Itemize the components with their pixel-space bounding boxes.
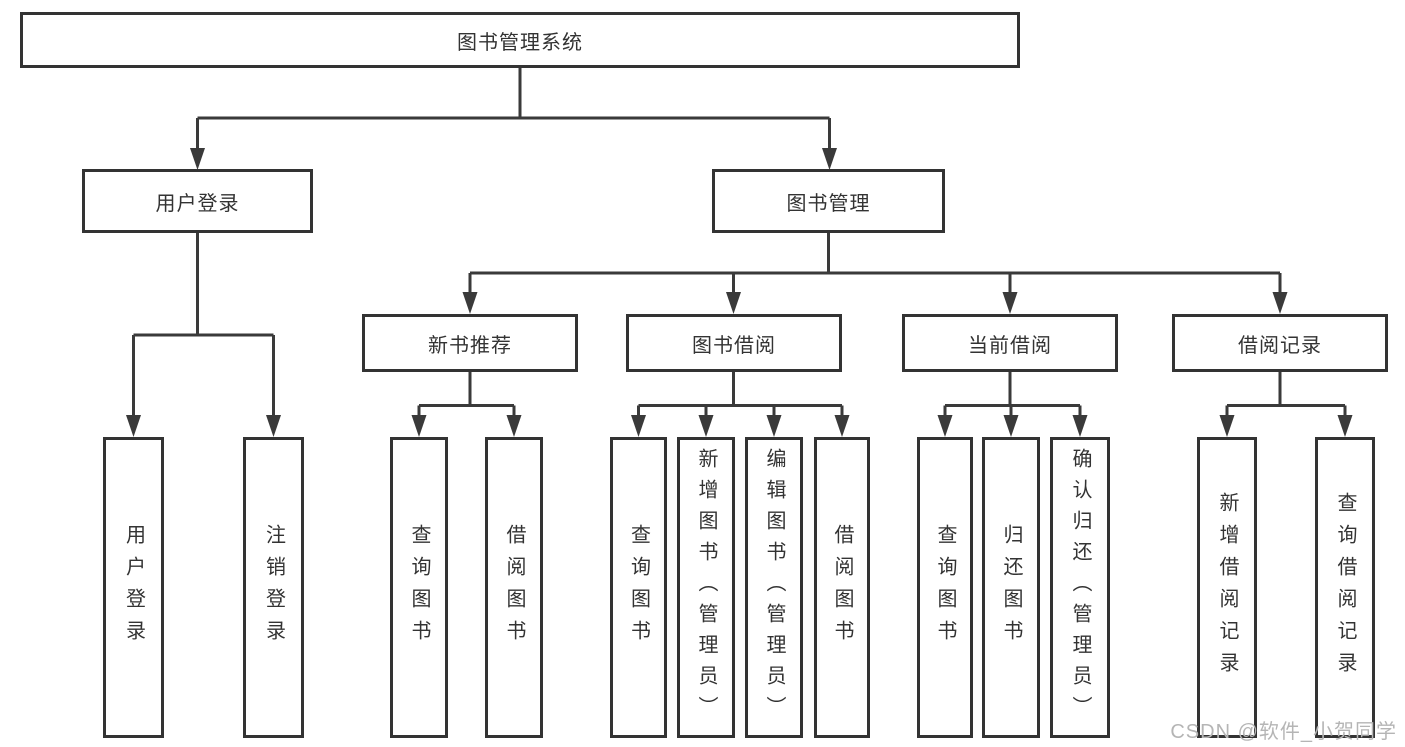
node-book-borrow: 图书借阅 bbox=[626, 314, 842, 372]
node-label: 查询借阅记录 bbox=[1334, 491, 1356, 684]
node-label: 新书推荐 bbox=[428, 334, 512, 357]
node-label: 图书管理 bbox=[786, 192, 871, 215]
node-label: 图书借阅 bbox=[692, 334, 776, 357]
csdn-watermark: CSDN @软件_小贺同学 bbox=[1170, 721, 1397, 743]
leaf-borrow-books-recommend: 借阅图书 bbox=[485, 437, 543, 738]
node-label: 借阅图书 bbox=[503, 523, 525, 652]
arrow-down-icon bbox=[631, 415, 646, 437]
arrow-down-icon bbox=[506, 415, 522, 437]
connector-borrow-record-to-leaves bbox=[1219, 372, 1353, 437]
leaf-query-books-recommend: 查询图书 bbox=[390, 437, 448, 738]
node-book-management: 图书管理 bbox=[712, 169, 945, 233]
node-label: 注销登录 bbox=[262, 523, 285, 652]
arrow-down-icon bbox=[698, 415, 714, 437]
node-label: 图书管理系统 bbox=[457, 31, 583, 54]
connector-book-mgmt-to-level3 bbox=[462, 233, 1288, 314]
leaf-add-books-admin: 新增图书（管理员） bbox=[677, 437, 735, 738]
connector-user-login-to-leaves bbox=[126, 233, 281, 437]
arrow-down-icon bbox=[1003, 415, 1019, 437]
node-root-system: 图书管理系统 bbox=[20, 12, 1020, 68]
connector-root-to-level2 bbox=[190, 68, 837, 170]
connector-new-book-to-leaves bbox=[411, 372, 522, 437]
leaf-query-borrow-record: 查询借阅记录 bbox=[1315, 437, 1375, 738]
node-current-borrow: 当前借阅 bbox=[902, 314, 1118, 372]
node-new-book-recommend: 新书推荐 bbox=[362, 314, 578, 372]
node-label: 新增借阅记录 bbox=[1216, 491, 1238, 684]
node-label: 确认归还（管理员） bbox=[1069, 448, 1091, 727]
leaf-edit-books-admin: 编辑图书（管理员） bbox=[745, 437, 803, 738]
arrow-down-icon bbox=[766, 415, 782, 437]
connector-current-borrow-to-leaves bbox=[937, 372, 1088, 437]
arrow-down-icon bbox=[822, 148, 837, 170]
arrow-down-icon bbox=[462, 292, 478, 314]
node-user-login: 用户登录 bbox=[82, 169, 313, 233]
node-label: 归还图书 bbox=[1000, 523, 1022, 652]
node-label: 用户登录 bbox=[155, 192, 240, 215]
node-label: 查询图书 bbox=[934, 523, 956, 652]
leaf-logout: 注销登录 bbox=[243, 437, 304, 738]
arrow-down-icon bbox=[411, 415, 427, 437]
arrow-down-icon bbox=[1219, 415, 1235, 437]
leaf-borrow-books: 借阅图书 bbox=[814, 437, 870, 738]
node-label: 查询图书 bbox=[408, 523, 430, 652]
node-label: 新增图书（管理员） bbox=[695, 448, 717, 727]
node-label: 用户登录 bbox=[122, 523, 145, 652]
arrow-down-icon bbox=[1072, 415, 1088, 437]
connector-book-borrow-to-leaves bbox=[631, 372, 850, 437]
arrow-down-icon bbox=[1002, 292, 1018, 314]
arrow-down-icon bbox=[126, 415, 141, 437]
arrow-down-icon bbox=[834, 415, 850, 437]
node-label: 查询图书 bbox=[627, 523, 650, 652]
arrow-down-icon bbox=[266, 415, 281, 437]
node-label: 编辑图书（管理员） bbox=[763, 448, 785, 727]
arrow-down-icon bbox=[1337, 415, 1353, 437]
leaf-query-books-current: 查询图书 bbox=[917, 437, 973, 738]
leaf-query-books-borrow: 查询图书 bbox=[610, 437, 667, 738]
leaf-add-borrow-record: 新增借阅记录 bbox=[1197, 437, 1257, 738]
arrow-down-icon bbox=[1272, 292, 1288, 314]
node-label: 借阅图书 bbox=[831, 523, 853, 652]
node-label: 当前借阅 bbox=[968, 334, 1052, 357]
arrow-down-icon bbox=[190, 148, 205, 170]
node-borrow-record: 借阅记录 bbox=[1172, 314, 1388, 372]
arrow-down-icon bbox=[726, 292, 741, 314]
leaf-user-login: 用户登录 bbox=[103, 437, 164, 738]
leaf-confirm-return-admin: 确认归还（管理员） bbox=[1050, 437, 1110, 738]
leaf-return-books: 归还图书 bbox=[982, 437, 1040, 738]
arrow-down-icon bbox=[937, 415, 953, 437]
node-label: 借阅记录 bbox=[1238, 334, 1322, 357]
